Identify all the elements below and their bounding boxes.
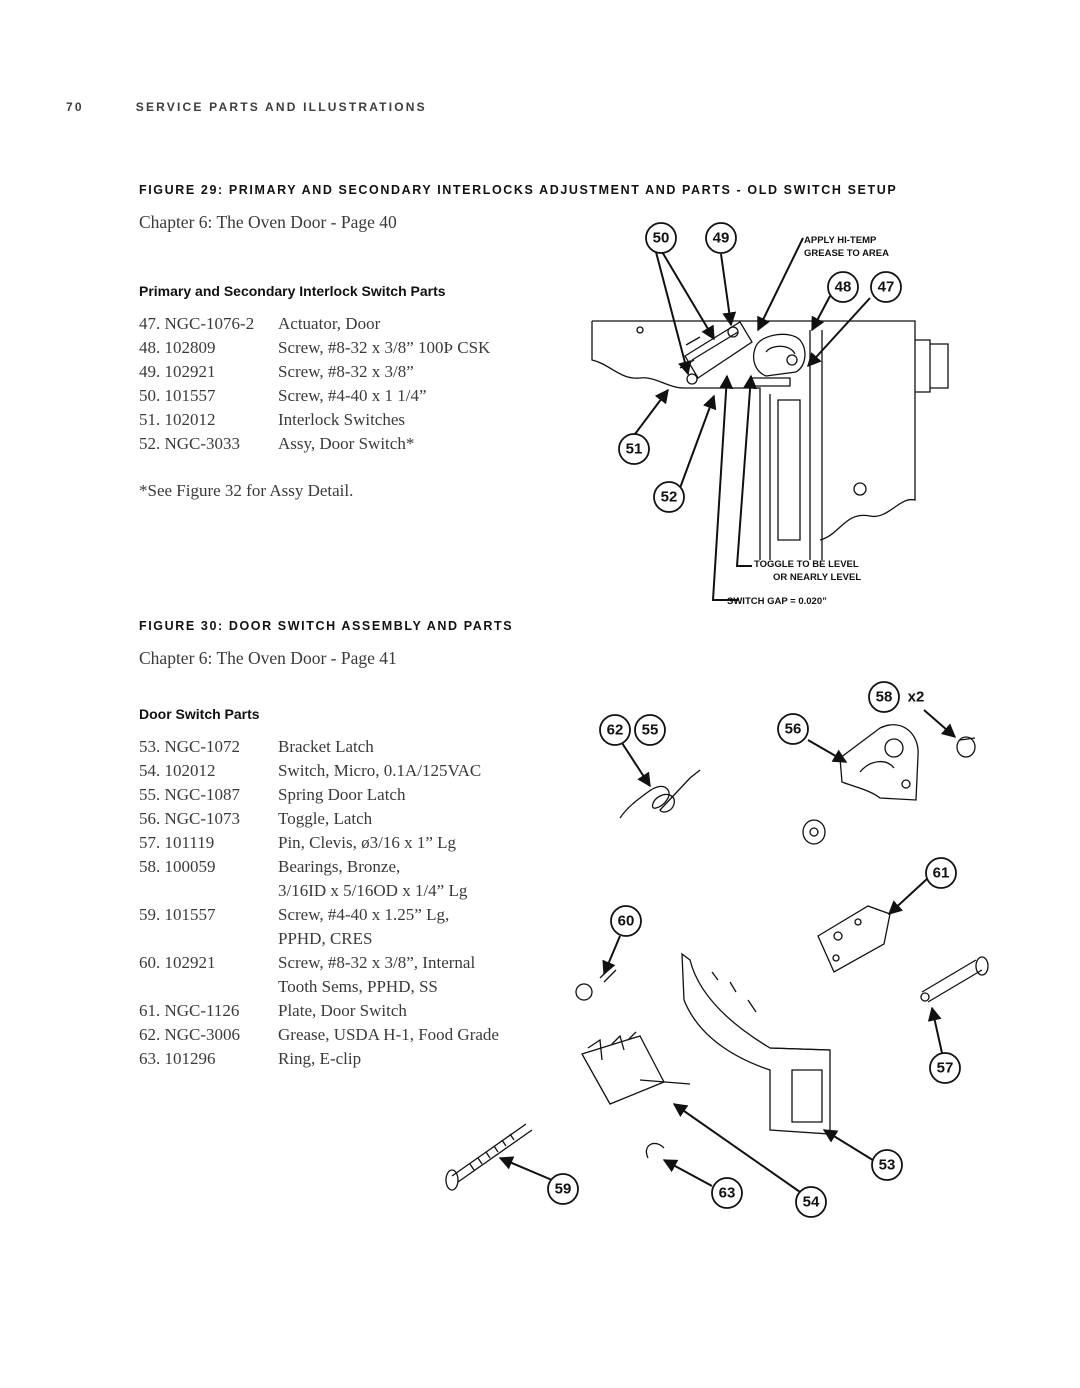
part-bubble-51: 51: [618, 433, 650, 465]
svg-text:47: 47: [878, 279, 895, 296]
svg-text:52: 52: [661, 489, 678, 506]
figure-29-leaders: [634, 237, 871, 601]
figure-29-title: FIGURE 29: PRIMARY AND SECONDARY INTERLO…: [139, 183, 898, 197]
figure-29-parts-heading: Primary and Secondary Interlock Switch P…: [139, 283, 446, 299]
part-bubble-57: 57: [929, 1052, 961, 1084]
callout-switch-gap: SWITCH GAP = 0.020”: [727, 596, 827, 607]
svg-text:50: 50: [653, 230, 670, 247]
figure-29-note: *See Figure 32 for Assy Detail.: [139, 481, 354, 500]
part-bubble-48: 48: [827, 271, 859, 303]
figure-30-title: FIGURE 30: DOOR SWITCH ASSEMBLY AND PART…: [139, 619, 514, 633]
svg-text:54: 54: [803, 1194, 820, 1211]
svg-text:63: 63: [719, 1185, 736, 1202]
callout-grease-line2: GREASE TO AREA: [804, 248, 889, 259]
callout-grease-line1: APPLY HI-TEMP: [804, 235, 877, 246]
svg-text:51: 51: [626, 441, 643, 458]
svg-text:53: 53: [879, 1157, 896, 1174]
figure-29-drawing: [591, 320, 949, 560]
part-bubble-52: 52: [653, 481, 685, 513]
page-number: 70: [66, 100, 84, 114]
part-bubble-61: 61: [925, 857, 957, 889]
svg-text:61: 61: [933, 865, 950, 882]
callout-toggle-line2: OR NEARLY LEVEL: [773, 572, 861, 583]
svg-text:55: 55: [642, 722, 659, 739]
part-bubble-62: 62: [599, 714, 631, 746]
part-bubble-59: 59: [547, 1173, 579, 1205]
figure-30-leaders: [498, 709, 957, 1193]
figure-30-chapter-link[interactable]: Chapter 6: The Oven Door - Page 41: [139, 648, 397, 668]
figure-30-parts-heading: Door Switch Parts: [139, 706, 260, 722]
svg-text:58: 58: [876, 689, 893, 706]
part-bubble-58: 58: [868, 681, 900, 713]
part-bubble-55: 55: [634, 714, 666, 746]
svg-text:57: 57: [937, 1060, 954, 1077]
part-bubble-54: 54: [795, 1186, 827, 1218]
part-bubble-47: 47: [870, 271, 902, 303]
part-bubble-49: 49: [705, 222, 737, 254]
svg-text:56: 56: [785, 721, 802, 738]
figure-29-chapter-link[interactable]: Chapter 6: The Oven Door - Page 40: [139, 212, 397, 232]
svg-text:60: 60: [618, 913, 635, 930]
section-title: SERVICE PARTS AND ILLUSTRATIONS: [135, 100, 427, 114]
svg-text:62: 62: [607, 722, 624, 739]
page-header: 70 SERVICE PARTS AND ILLUSTRATIONS: [66, 100, 427, 114]
part-bubble-53: 53: [871, 1149, 903, 1181]
svg-text:59: 59: [555, 1181, 572, 1198]
quantity-x2-label: x2: [908, 689, 925, 706]
part-bubble-63: 63: [711, 1177, 743, 1209]
part-bubble-50: 50: [645, 222, 677, 254]
figure-30-drawing: [445, 724, 989, 1191]
svg-text:49: 49: [713, 230, 730, 247]
part-bubble-56: 56: [777, 713, 809, 745]
part-bubble-60: 60: [610, 905, 642, 937]
svg-text:48: 48: [835, 279, 852, 296]
callout-toggle-line1: TOGGLE TO BE LEVEL: [754, 559, 859, 570]
